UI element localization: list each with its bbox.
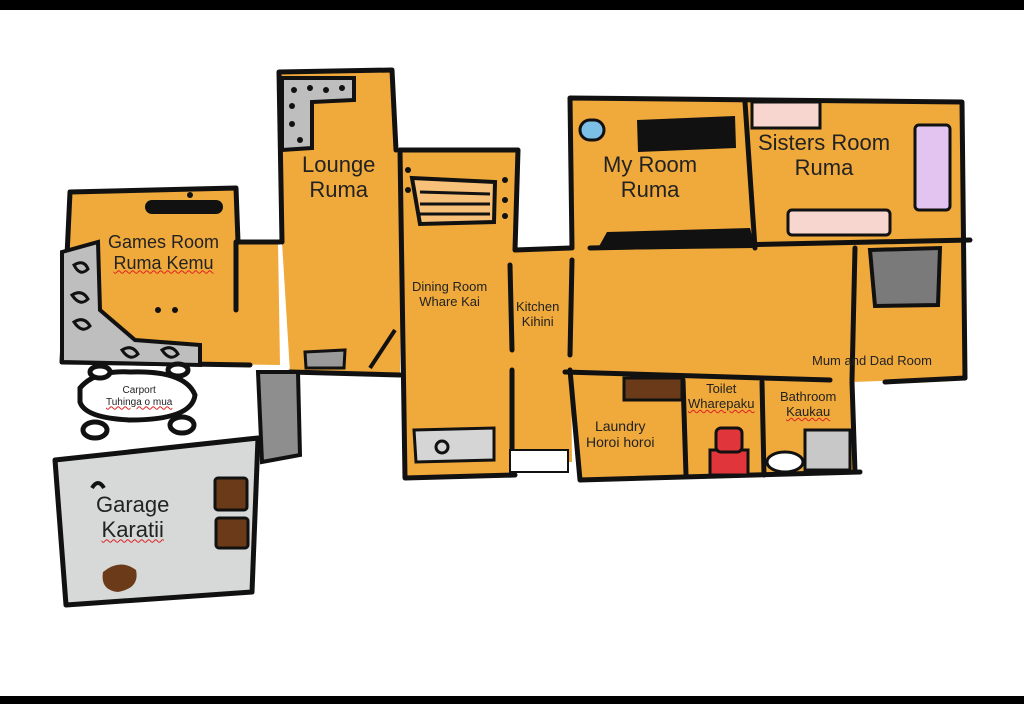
- mumdad-room-label: Mum and Dad Room: [812, 353, 932, 369]
- dining-table-lines: [419, 190, 491, 216]
- dining-kitchen-wall: [507, 262, 515, 353]
- toilet-bathroom-wall: [759, 379, 767, 478]
- kitchen-floor: [512, 248, 572, 462]
- bathroom-cabinet: [803, 428, 852, 472]
- bathroom-label: Bathroom Kaukau: [780, 389, 837, 420]
- lounge-bottom-wall: [287, 369, 403, 378]
- garage-crate-2: [214, 516, 250, 550]
- garage-label: Garage Karatii: [96, 492, 169, 543]
- dining-room-floor: [400, 150, 518, 478]
- floor-plan: Games Room Ruma Kemu Lounge Ruma Dining …: [0, 10, 1024, 696]
- sisters-bed: [786, 208, 892, 237]
- games-room-corner-couch: [60, 239, 202, 368]
- carport-name: Carport: [122, 385, 156, 396]
- carport-car-wheels: [80, 361, 197, 441]
- toilet-maori: Wharepaku: [688, 395, 755, 411]
- laundry-bottom-wall: [567, 367, 863, 483]
- lounge-couch-dots: [289, 85, 345, 143]
- games-room-corner-chairs: [69, 261, 180, 359]
- sisters-room-label: Sisters Room Ruma: [758, 130, 890, 181]
- games-room-name: Games Room: [108, 232, 220, 252]
- bathroom-maori: Kaukau: [786, 403, 831, 419]
- myroom-lamp: [578, 118, 606, 142]
- carport-label: Carport Tuhinga o mua: [106, 385, 172, 408]
- myroom-sisters-wall: [742, 99, 758, 251]
- dining-sink-drain: [434, 439, 450, 455]
- kitchen-fridge: [509, 449, 569, 473]
- laundry-top-wall: [562, 369, 833, 383]
- dining-room-maori: Whare Kai: [419, 293, 480, 309]
- lounge-label: Lounge Ruma: [302, 152, 375, 203]
- dining-room-name: Dining Room: [412, 279, 488, 294]
- games-room-maori: Ruma Kemu: [113, 252, 214, 273]
- lounge-mat: [303, 348, 347, 370]
- laundry-maori: Horoi horoi: [586, 434, 655, 451]
- garage-name: Garage: [96, 492, 170, 517]
- toilet-bowl: [708, 448, 750, 477]
- games-room-dots: [155, 192, 193, 313]
- mumdad-room-name: Mum and Dad Room: [812, 353, 932, 368]
- myroom-bed: [597, 228, 755, 250]
- myroom-maori: Ruma: [620, 177, 680, 203]
- dining-room-label: Dining Room Whare Kai: [412, 279, 488, 310]
- garage-barrel: [102, 564, 137, 592]
- games-room-label: Games Room Ruma Kemu: [108, 232, 219, 273]
- toilet-tank: [714, 426, 744, 454]
- carport-driveway: [255, 370, 303, 465]
- dining-chair-dots: [405, 167, 508, 219]
- toilet-name: Toilet: [706, 381, 737, 396]
- games-room-floor: [62, 188, 280, 365]
- toilet-label: Toilet Wharepaku: [688, 381, 755, 412]
- kitchen-label: Kitchen Kihini: [516, 299, 560, 330]
- dining-sink: [412, 426, 496, 464]
- laundry-label: Laundry Horoi horoi: [586, 418, 654, 450]
- laundry-bench: [622, 376, 684, 402]
- kitchen-right-wall: [567, 257, 575, 358]
- sisters-room-maori: Ruma: [794, 155, 854, 181]
- kitchen-maori: Kihini: [521, 313, 554, 329]
- sisters-wardrobe: [913, 123, 952, 212]
- bathroom-name: Bathroom: [780, 389, 837, 404]
- mumdad-bottom-wall: [882, 375, 968, 385]
- myroom-label: My Room Ruma: [603, 152, 697, 203]
- kitchen-name: Kitchen: [516, 299, 560, 314]
- myroom-name: My Room: [603, 152, 698, 177]
- mumdad-shower: [867, 245, 943, 309]
- lounge-door: [368, 328, 397, 370]
- lounge-corner-couch: [280, 76, 356, 153]
- bathroom-basin: [765, 450, 805, 474]
- laundry-name: Laundry: [594, 418, 646, 434]
- lounge-maori: Ruma: [309, 177, 369, 203]
- garage-floor: [52, 435, 261, 608]
- bathroom-right-wall: [849, 379, 858, 475]
- lounge-wall: [276, 67, 399, 245]
- dining-left-wall: [397, 147, 518, 481]
- carport-maori: Tuhinga o mua: [106, 396, 173, 408]
- sisters-room-name: Sisters Room: [758, 130, 891, 155]
- floor-plan-drawing: [52, 67, 973, 608]
- garage-maori: Karatii: [101, 517, 164, 543]
- dining-table: [409, 175, 498, 227]
- dining-top-wall: [397, 147, 573, 253]
- garage-hook: [90, 481, 106, 490]
- garage-crate-1: [213, 476, 249, 512]
- myroom-desk: [637, 116, 736, 152]
- lounge-name: Lounge: [302, 152, 376, 177]
- games-room-tv: [145, 200, 223, 214]
- sisters-shelf: [750, 100, 822, 130]
- carport-car: [77, 369, 198, 423]
- mumdad-left-wall: [849, 245, 858, 383]
